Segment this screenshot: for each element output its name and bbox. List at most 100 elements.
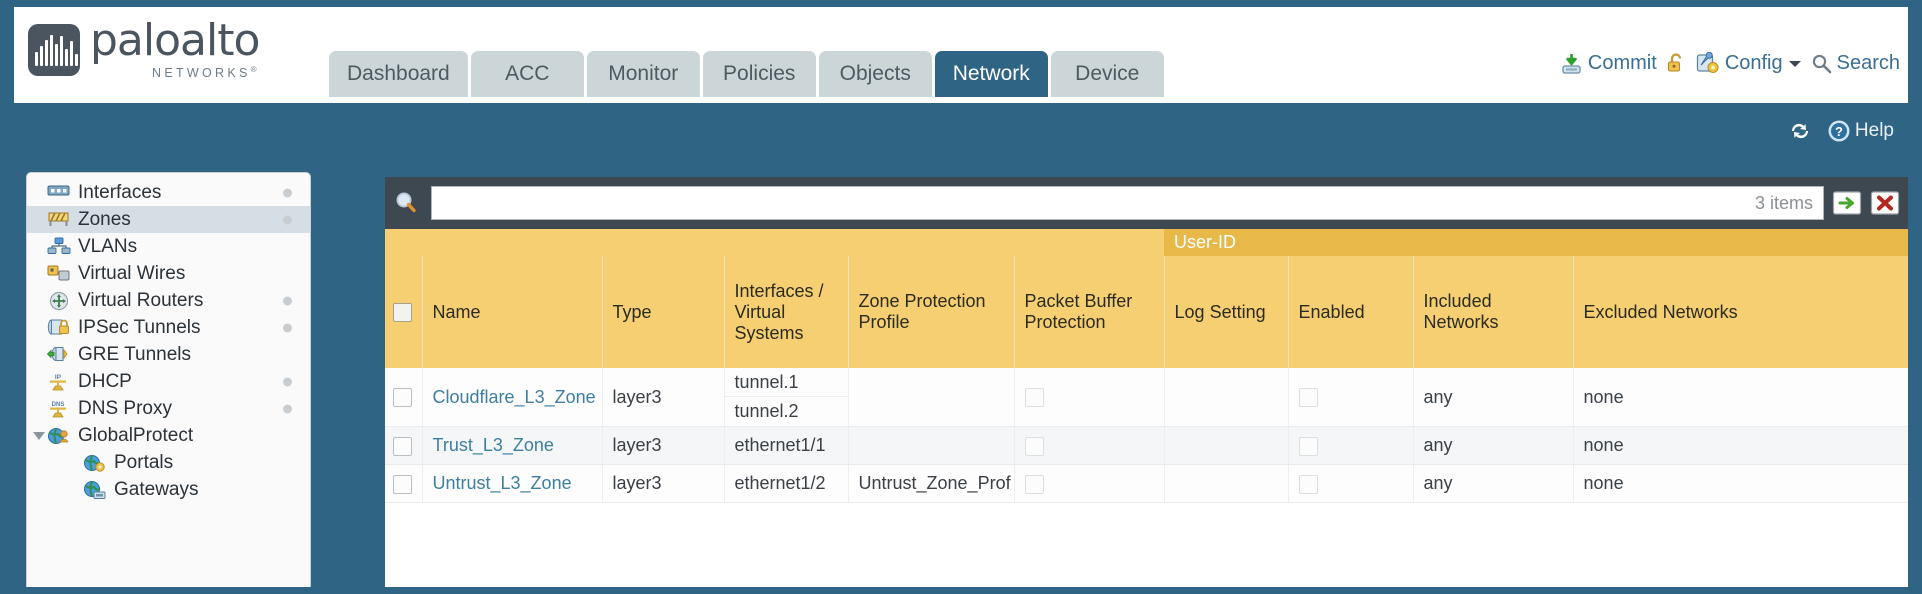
tab-acc[interactable]: ACC	[470, 51, 584, 97]
zone-name-link[interactable]: Cloudflare_L3_Zone	[432, 386, 596, 407]
packet-buffer-protection-cell	[1014, 368, 1165, 427]
column-header-interfaces[interactable]: Interfaces / Virtual Systems	[724, 256, 849, 368]
zones-icon	[47, 210, 71, 230]
userid-enabled-checkbox[interactable]	[1298, 436, 1318, 456]
config-wrench-icon	[1696, 51, 1720, 75]
chevron-down-icon[interactable]	[33, 431, 45, 440]
packet-buffer-protection-checkbox[interactable]	[1024, 388, 1044, 408]
status-dot	[283, 188, 292, 197]
sidebar-item-label: DHCP	[78, 370, 132, 392]
chevron-down-icon	[1788, 59, 1802, 69]
commit-button[interactable]: Commit	[1560, 52, 1657, 75]
userid-enabled-checkbox[interactable]	[1298, 388, 1318, 408]
sidebar-item-portals[interactable]: Portals	[27, 449, 310, 476]
sidebar-item-label: Portals	[114, 451, 174, 473]
zones-table-wrapper: User-ID Name Type Interfaces / Virtual S…	[385, 229, 1908, 587]
column-header-name[interactable]: Name	[422, 256, 603, 368]
log-setting-cell	[1164, 426, 1289, 465]
status-dot	[283, 215, 292, 224]
packet-buffer-protection-checkbox[interactable]	[1024, 474, 1044, 494]
refresh-icon[interactable]	[1788, 120, 1812, 142]
help-button[interactable]: ? Help	[1827, 119, 1894, 143]
status-dot	[283, 404, 292, 413]
user-id-group-header: User-ID	[1164, 229, 1908, 256]
row-select-cell	[385, 464, 423, 503]
column-header-zone-protection-profile[interactable]: Zone Protection Profile	[848, 256, 1015, 368]
gre-tunnels-icon	[46, 345, 71, 365]
svg-text:?: ?	[1835, 124, 1843, 139]
included-networks-cell: any	[1413, 426, 1574, 465]
clear-filter-button[interactable]	[1870, 188, 1900, 218]
globalprotect-icon	[47, 426, 71, 446]
sidebar-item-virtual-wires[interactable]: Virtual Wires	[27, 260, 310, 287]
userid-enabled-checkbox[interactable]	[1298, 474, 1318, 494]
included-networks-cell: any	[1413, 368, 1574, 427]
column-header-excluded-networks[interactable]: Excluded Networks	[1573, 256, 1908, 368]
zone-type-cell: layer3	[602, 426, 725, 465]
zone-name-link[interactable]: Trust_L3_Zone	[432, 435, 554, 455]
tab-device[interactable]: Device	[1050, 51, 1164, 97]
sidebar-item-label: Virtual Routers	[78, 289, 204, 311]
select-all-checkbox[interactable]	[393, 303, 412, 323]
config-dropdown[interactable]: Config	[1696, 51, 1802, 75]
packet-buffer-protection-checkbox[interactable]	[1024, 436, 1044, 456]
table-row[interactable]: Untrust_L3_Zone layer3 ethernet1/2 Untru…	[385, 464, 1908, 503]
zone-name-link[interactable]: Untrust_L3_Zone	[432, 473, 572, 493]
search-button[interactable]: Search	[1811, 52, 1900, 75]
tab-monitor[interactable]: Monitor	[586, 51, 700, 97]
row-select-cell	[385, 426, 423, 465]
column-header-type[interactable]: Type	[602, 256, 725, 368]
search-magnifier-icon[interactable]	[389, 190, 423, 216]
sidebar-item-zones[interactable]: Zones	[27, 206, 310, 233]
log-setting-cell	[1164, 464, 1289, 503]
row-checkbox[interactable]	[393, 474, 412, 494]
search-input[interactable]	[442, 192, 1747, 214]
log-setting-cell	[1164, 368, 1289, 427]
row-select-cell	[385, 368, 423, 427]
sidebar-item-dns-proxy[interactable]: DNS DNS Proxy	[27, 395, 310, 422]
sidebar-item-vlans[interactable]: VLANs	[27, 233, 310, 260]
column-header-log-setting[interactable]: Log Setting	[1164, 256, 1289, 368]
zones-content-panel: 3 items	[385, 177, 1908, 587]
zone-name-cell: Untrust_L3_Zone	[422, 464, 603, 503]
sidebar-item-dhcp[interactable]: IP DHCP	[27, 368, 310, 395]
column-header-packet-buffer-protection[interactable]: Packet Buffer Protection	[1014, 256, 1165, 368]
zone-interfaces-cell: ethernet1/2	[724, 464, 849, 503]
paloalto-logo-mark-icon	[28, 23, 80, 76]
ipsec-tunnels-icon	[47, 318, 71, 338]
filter-input-wrapper[interactable]: 3 items	[431, 186, 1824, 220]
virtual-routers-icon	[47, 291, 71, 311]
network-sidebar: Interfaces Zones	[26, 172, 311, 587]
tab-objects[interactable]: Objects	[818, 51, 932, 97]
sidebar-item-label: Virtual Wires	[78, 262, 186, 284]
table-row[interactable]: Trust_L3_Zone layer3 ethernet1/1 any	[385, 426, 1908, 465]
sidebar-item-ipsec-tunnels[interactable]: IPSec Tunnels	[27, 314, 310, 341]
sidebar-item-label: GlobalProtect	[78, 424, 194, 446]
interface-entry: tunnel.2	[734, 401, 799, 421]
userid-enabled-cell	[1288, 464, 1414, 503]
sidebar-item-gre-tunnels[interactable]: GRE Tunnels	[27, 341, 310, 368]
tab-policies[interactable]: Policies	[702, 51, 816, 97]
paloalto-logo[interactable]: paloalto NETWORKS®	[28, 19, 260, 80]
sidebar-item-virtual-routers[interactable]: Virtual Routers	[27, 287, 310, 314]
excluded-networks-cell: none	[1573, 368, 1908, 427]
sidebar-item-interfaces[interactable]: Interfaces	[27, 179, 310, 206]
tab-network[interactable]: Network	[934, 51, 1048, 97]
sidebar-item-globalprotect[interactable]: GlobalProtect	[27, 422, 310, 449]
apply-filter-button[interactable]	[1832, 188, 1862, 218]
row-checkbox[interactable]	[393, 388, 412, 408]
filter-toolbar: 3 items	[385, 177, 1908, 229]
row-checkbox[interactable]	[393, 436, 412, 456]
column-header-included-networks[interactable]: Included Networks	[1413, 256, 1574, 368]
column-header-enabled[interactable]: Enabled	[1288, 256, 1414, 368]
lock-button[interactable]	[1666, 52, 1687, 75]
zone-interfaces-cell: ethernet1/1	[724, 426, 849, 465]
sidebar-item-gateways[interactable]: Gateways	[27, 476, 310, 503]
column-group-row: User-ID	[385, 229, 1908, 256]
zone-protection-profile-cell	[848, 368, 1015, 427]
lock-open-icon	[1666, 52, 1687, 75]
tab-dashboard[interactable]: Dashboard	[329, 51, 468, 97]
status-dot	[283, 377, 292, 386]
userid-enabled-cell	[1288, 426, 1414, 465]
